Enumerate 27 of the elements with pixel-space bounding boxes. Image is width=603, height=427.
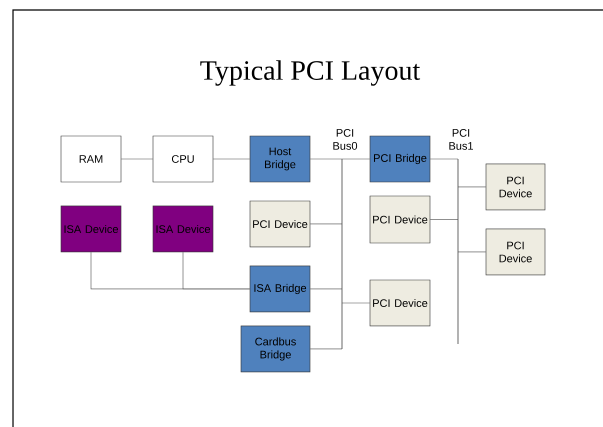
bridge-box: ISA Bridge — [250, 266, 310, 312]
connector-line — [458, 186, 486, 188]
connector-line — [430, 219, 458, 220]
bridge-box: Host Bridge — [250, 136, 310, 182]
isa-device-box: ISA Device — [152, 206, 214, 252]
pci-device-box: PCI Device — [370, 196, 430, 244]
connector-line — [182, 252, 250, 290]
bus-line: PCI Bus1 — [449, 129, 473, 344]
connector-line — [310, 288, 342, 290]
connector-line — [213, 158, 250, 160]
component-box: RAM — [60, 136, 122, 182]
bus-line: PCI Bus0 — [333, 129, 358, 349]
pci-device-box: PCI Device — [250, 200, 310, 248]
isa-device-box: ISA Device — [60, 206, 122, 252]
connector-line — [310, 158, 342, 160]
connector-line — [342, 158, 370, 160]
pci-device-box: PCI Device — [486, 228, 546, 276]
bridge-box: Cardbus Bridge — [240, 326, 310, 372]
pci-device-box: PCI Device — [370, 280, 430, 326]
title: Typical PCI Layout — [200, 60, 420, 86]
connector-line — [310, 348, 342, 350]
connector-line — [121, 158, 153, 160]
component-box: CPU — [152, 136, 214, 182]
connector-line — [430, 158, 458, 160]
pci-device-box: PCI Device — [486, 164, 546, 210]
bridge-box: PCI Bridge — [370, 136, 430, 182]
connector-line — [342, 302, 370, 304]
